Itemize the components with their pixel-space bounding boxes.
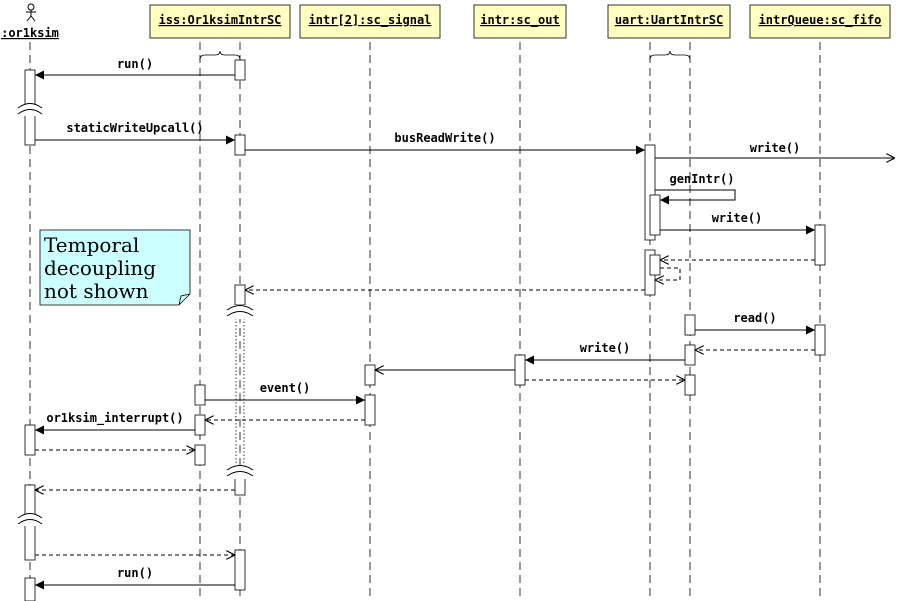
activation-uart-thread (684, 344, 696, 366)
activation-signal (364, 364, 376, 386)
activation-iss (234, 284, 246, 306)
label-write-signal: write() (580, 341, 631, 355)
activation-actor (24, 424, 36, 456)
activation-iss-thread (194, 384, 206, 406)
label-write-fifo: write() (712, 211, 763, 225)
activation-actor (24, 524, 36, 561)
activation-iss (234, 477, 246, 496)
note-line: not shown (44, 279, 149, 303)
label-interrupt: or1ksim_interrupt() (46, 411, 183, 426)
activation-uart-thread (684, 374, 696, 396)
note-line: Temporal (44, 233, 139, 257)
activation-actor (24, 69, 36, 106)
thread-brace-uart (649, 50, 691, 61)
thread-brace-iss (199, 50, 241, 61)
activation-fifo (814, 324, 826, 356)
label-write-out: write() (750, 141, 801, 155)
activation-actor (24, 577, 36, 601)
label-gen-intr: genIntr() (669, 172, 734, 186)
lifeline-label-signal: intr[2]:sc_signal (309, 13, 432, 28)
lifeline-label-uart: uart:UartIntrSC (615, 13, 723, 27)
label-run-2: run() (117, 566, 153, 580)
activation-uart (644, 144, 656, 241)
time-break-actor (15, 103, 45, 116)
note-temporal-decoupling: Temporal decoupling not shown (39, 229, 191, 306)
lifeline-label-fifo: intrQueue:sc_fifo (759, 13, 882, 28)
time-break-iss (226, 305, 254, 319)
activation-actor (24, 484, 36, 516)
activation-signal (364, 394, 376, 426)
lifeline-label-sc-out: intr:sc_out (480, 13, 559, 28)
actor-stick-figure-icon (26, 3, 36, 22)
note-line: decoupling (44, 256, 156, 280)
activation-iss (234, 59, 246, 81)
label-event: event() (260, 381, 311, 395)
activation-sc-out (514, 354, 526, 386)
actor-or1ksim: :or1ksim (1, 3, 59, 40)
time-break-actor (15, 513, 45, 526)
activation-iss (234, 134, 246, 156)
activation-iss-thread (194, 444, 206, 466)
activation-uart-nested (649, 194, 661, 236)
lifeline-header-signal: intr[2]:sc_signal (299, 4, 441, 39)
lifeline-header-iss: iss:Or1ksimIntrSC (149, 4, 291, 39)
lifeline-header-sc-out: intr:sc_out (473, 4, 567, 39)
activation-uart-nested (649, 254, 661, 276)
lifeline-label-iss: iss:Or1ksimIntrSC (159, 13, 282, 27)
message-gen-intr-return (655, 267, 681, 280)
activation-iss-thread (194, 414, 206, 436)
label-static-write-upcall: staticWriteUpcall() (66, 121, 203, 135)
label-read-fifo: read() (733, 311, 776, 325)
actor-label: :or1ksim (1, 26, 59, 40)
activation-iss (234, 549, 246, 591)
activation-fifo (814, 224, 826, 266)
lifeline-header-uart: uart:UartIntrSC (607, 4, 731, 39)
svg-text:Temporal decoupling: Temporal decoupling not shown (44, 233, 162, 303)
label-bus-read-write: busReadWrite() (394, 131, 495, 145)
lifeline-header-fifo: intrQueue:sc_fifo (749, 4, 891, 39)
label-run-1: run() (117, 57, 153, 71)
time-break-iss (226, 465, 254, 479)
activation-actor (24, 114, 36, 146)
message-gen-intr (655, 189, 736, 205)
activation-uart-thread (684, 314, 696, 336)
